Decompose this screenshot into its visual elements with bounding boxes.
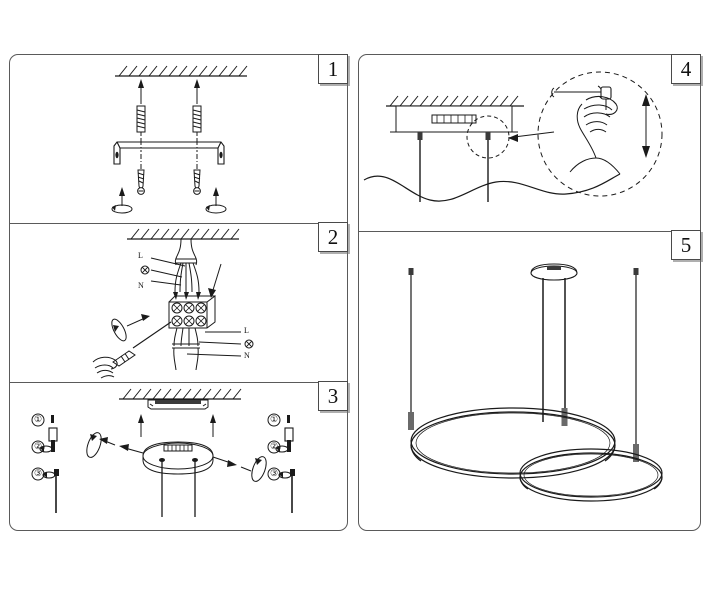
wire-label-live-top: L [138, 251, 143, 260]
callout-right-3: ③ [270, 468, 279, 478]
panel-divider-2-3 [9, 382, 348, 383]
panel-step-1[interactable]: 1 [9, 54, 348, 223]
panel-step-3[interactable]: ① ② ③ ① ② ③ 3 [9, 381, 348, 531]
panel-3-artwork [9, 381, 348, 531]
panel-divider-4-5 [358, 231, 701, 232]
wire-label-neutral-top: N [138, 281, 144, 290]
panel-step-4[interactable]: 4 [358, 54, 701, 231]
wire-label-neutral-bottom: N [244, 351, 250, 360]
callout-right-1: ① [270, 414, 279, 424]
panel-4-artwork [358, 54, 701, 231]
panel-5-artwork [358, 230, 701, 531]
panel-1-artwork [9, 54, 348, 223]
panel-2-artwork [9, 222, 348, 382]
panel-number-badge-1: 1 [318, 54, 348, 84]
panel-step-5[interactable]: 5 [358, 230, 701, 531]
wire-label-live-bottom: L [244, 326, 249, 335]
panel-step-2[interactable]: L N L N 2 [9, 222, 348, 382]
callout-right-2: ② [270, 441, 279, 451]
panel-number-badge-5: 5 [671, 230, 701, 260]
panel-divider-1-2 [9, 223, 348, 224]
panel-number-badge-3: 3 [318, 381, 348, 411]
callout-left-3: ③ [34, 468, 43, 478]
panel-number-badge-4: 4 [671, 54, 701, 84]
panel-number-badge-2: 2 [318, 222, 348, 252]
callout-left-1: ① [34, 414, 43, 424]
callout-left-2: ② [34, 441, 43, 451]
